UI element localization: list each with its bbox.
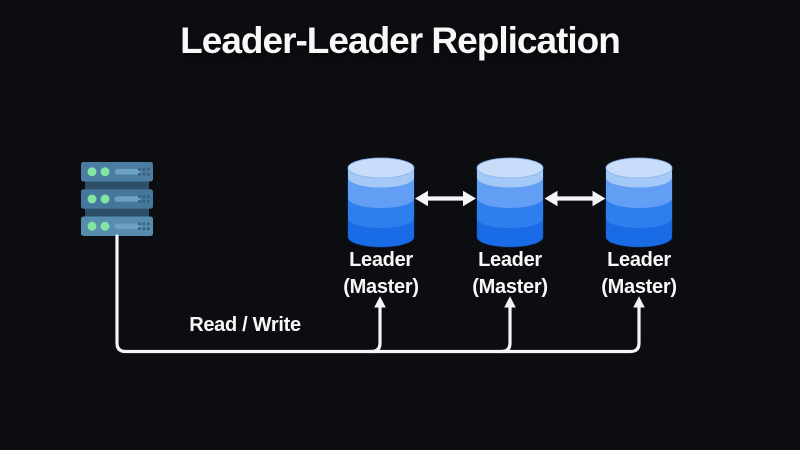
read-write-label: Read / Write	[189, 314, 301, 336]
connector-main-line	[115, 234, 641, 354]
db1-label-role: Leader	[349, 249, 413, 271]
db2-label-role: Leader	[478, 249, 542, 271]
replication-arrow-2	[545, 191, 606, 207]
up-arrowhead-db1	[374, 296, 386, 308]
db2-label: Leader (Master)	[435, 247, 585, 301]
db1-label-alias: (Master)	[343, 276, 419, 298]
connector-arrowheads	[374, 296, 645, 308]
server-divider	[85, 179, 149, 220]
diagram-title: Leader-Leader Replication	[180, 20, 621, 61]
connector-branch-db1	[369, 305, 382, 354]
replication-arrow-1	[415, 191, 476, 207]
read-write-connector	[115, 234, 641, 354]
database-icon-3	[605, 157, 673, 248]
server-led-lights	[87, 167, 110, 231]
server-icon	[81, 162, 153, 236]
server-drive-slots	[114, 169, 141, 229]
database-icon-1	[347, 157, 415, 248]
database-icon-2	[476, 157, 544, 248]
db3-label-alias: (Master)	[601, 276, 677, 298]
up-arrowhead-db2	[504, 296, 516, 308]
db3-label-role: Leader	[607, 249, 671, 271]
db1-label: Leader (Master)	[306, 247, 456, 301]
connector-branch-db2	[499, 305, 512, 354]
db2-label-alias: (Master)	[472, 276, 548, 298]
db3-label: Leader (Master)	[564, 247, 714, 301]
up-arrowhead-db3	[633, 296, 645, 308]
